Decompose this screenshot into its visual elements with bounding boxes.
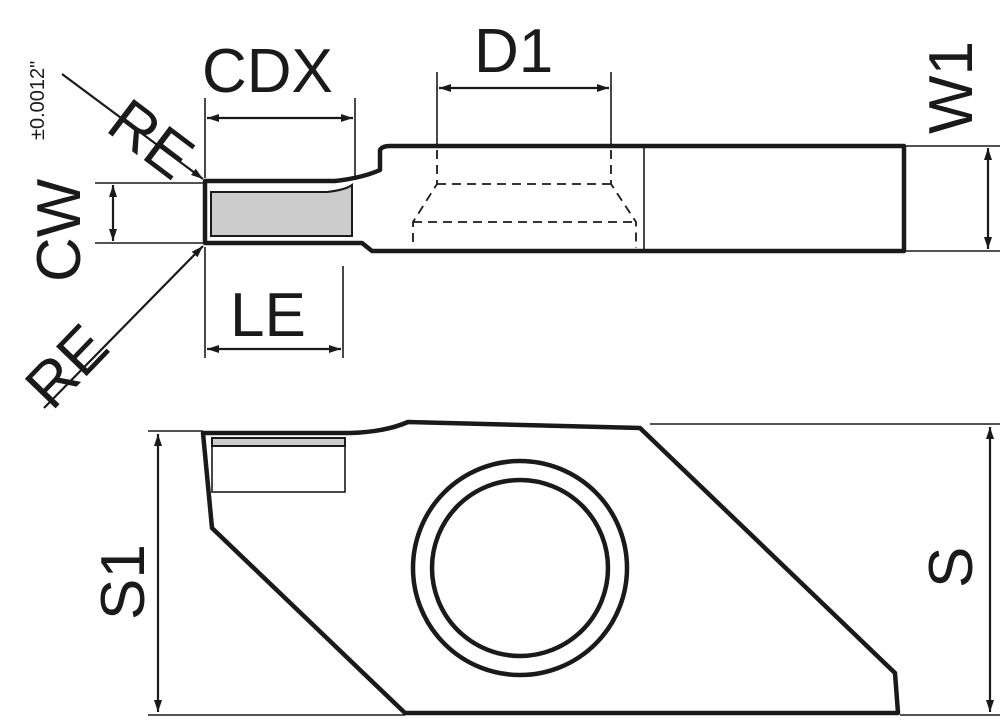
side-view-cutting-edge xyxy=(211,437,346,447)
w1-label: W1 xyxy=(917,41,986,134)
side-view-edge-face xyxy=(211,445,346,493)
top-view-outline xyxy=(202,143,907,254)
mounting-hole-inner xyxy=(429,477,611,659)
cw-tolerance-label: ±0.0012" xyxy=(27,61,49,140)
re-top-label: RE xyxy=(96,86,206,193)
s-label: S xyxy=(917,547,986,588)
top-view: CDX D1 W1 CW ±0.0012" RE RE LE xyxy=(12,17,1000,422)
le-label: LE xyxy=(230,281,306,350)
top-view-cutting-edge xyxy=(210,183,353,237)
d1-label: D1 xyxy=(474,17,553,86)
cw-label: CW xyxy=(25,178,94,282)
s1-label: S1 xyxy=(89,544,158,620)
re-bottom-leader xyxy=(43,245,204,409)
re-bottom-label: RE xyxy=(12,312,121,422)
re-top-leader xyxy=(61,73,204,180)
cdx-label: CDX xyxy=(202,37,333,106)
side-view: S1 S xyxy=(89,419,1000,716)
